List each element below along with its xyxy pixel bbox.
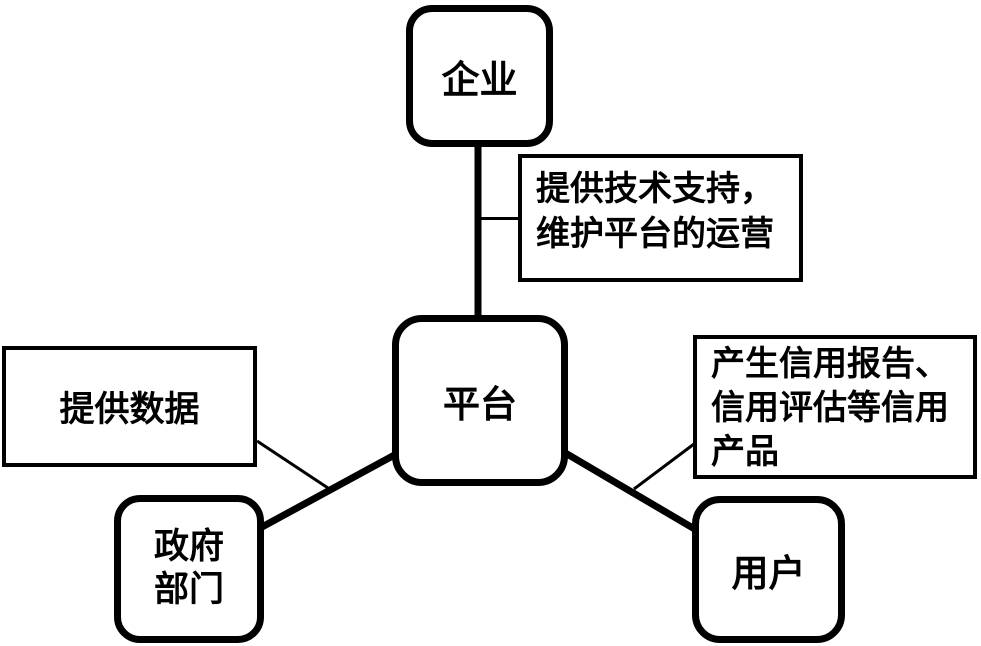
node-government-label-line2: 部门 <box>153 570 224 610</box>
connector-platform-user <box>560 447 700 535</box>
node-enterprise: 企业 <box>406 5 553 147</box>
node-government-label-line1: 政府 <box>153 527 224 567</box>
leader-provide-data <box>256 439 329 490</box>
node-user: 用户 <box>692 496 845 643</box>
node-platform: 平台 <box>392 315 568 486</box>
node-government: 政府 部门 <box>114 495 264 643</box>
node-enterprise-label: 企业 <box>441 57 518 102</box>
connector-government-platform <box>260 448 402 531</box>
annotation-credit-products-line3: 产品 <box>711 432 779 472</box>
leader-credit-products <box>633 442 695 491</box>
annotation-credit-products-line1: 产生信用报告、 <box>711 344 949 384</box>
annotation-credit-products-line2: 信用评估等信用 <box>711 388 949 428</box>
annotation-tech-support-line2: 维护平台的运营 <box>536 214 774 254</box>
annotation-credit-products: 产生信用报告、 信用评估等信用 产品 <box>693 335 977 479</box>
annotation-provide-data: 提供数据 <box>2 346 257 467</box>
annotation-provide-data-label: 提供数据 <box>59 390 200 430</box>
annotation-tech-support-line1: 提供技术支持， <box>536 169 774 209</box>
node-platform-label: 平台 <box>443 382 517 426</box>
node-user-label: 用户 <box>731 551 806 595</box>
annotation-tech-support: 提供技术支持， 维护平台的运营 <box>518 154 803 282</box>
